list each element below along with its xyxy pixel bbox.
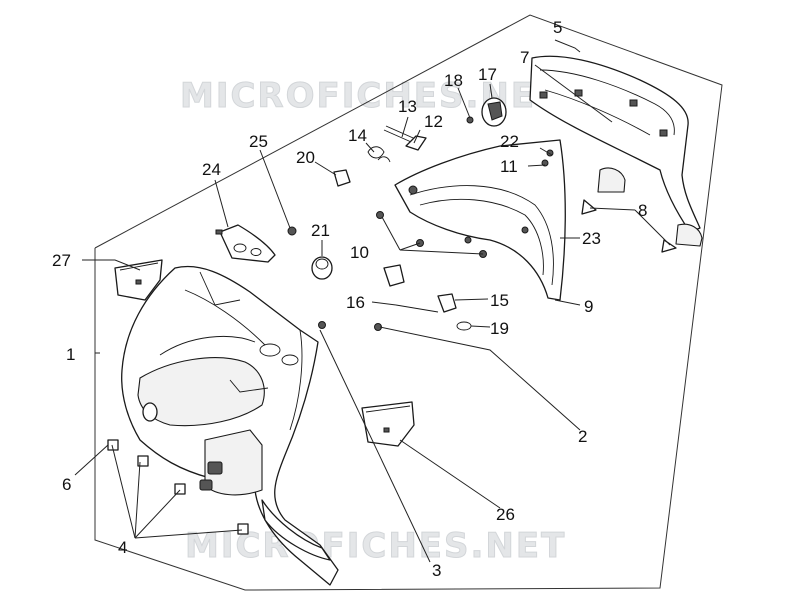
part-5-front-shield <box>529 55 703 247</box>
part-14-spring <box>367 146 391 163</box>
callout-3: 3 <box>432 561 441 580</box>
part-1-leg-shield-body <box>121 265 339 586</box>
part-19-spring-clip <box>456 321 472 331</box>
callout-25: 25 <box>249 132 268 151</box>
part-9-rear-panel <box>394 139 566 301</box>
callout-11: 11 <box>500 157 518 176</box>
callout-23: 23 <box>582 229 601 248</box>
callout-labels: 1 2 3 4 5 6 7 8 9 10 11 12 13 14 15 16 1… <box>52 18 647 580</box>
part-8-clips <box>581 199 677 253</box>
leader-lines <box>74 39 671 563</box>
callout-16: 16 <box>346 293 365 312</box>
part-24-switch-panel <box>215 224 276 263</box>
part-17-lock-cover <box>481 97 507 127</box>
part-26-storage-pocket <box>361 401 415 447</box>
assembly-outline <box>94 14 723 591</box>
callout-21: 21 <box>311 221 330 240</box>
callout-5: 5 <box>553 18 562 37</box>
callout-12: 12 <box>424 112 443 131</box>
callout-27: 27 <box>52 251 71 270</box>
callout-14: 14 <box>348 126 367 145</box>
callout-6: 6 <box>62 475 71 494</box>
callout-2: 2 <box>578 427 587 446</box>
part-21-grommet <box>311 256 333 280</box>
watermark-top: MICROFICHES.NET <box>180 76 561 116</box>
callout-18: 18 <box>444 71 463 90</box>
callout-8: 8 <box>638 201 647 220</box>
callout-4: 4 <box>118 538 127 557</box>
callout-15: 15 <box>490 291 509 310</box>
part-27-storage-pocket <box>114 259 163 301</box>
callout-9: 9 <box>584 297 593 316</box>
callout-19: 19 <box>490 319 509 338</box>
callout-26: 26 <box>496 505 515 524</box>
callout-20: 20 <box>296 148 315 167</box>
part-12-bracket <box>405 135 427 151</box>
part-15-latch <box>383 264 457 313</box>
callout-24: 24 <box>202 160 221 179</box>
callout-13: 13 <box>398 97 417 116</box>
callout-10: 10 <box>350 243 369 262</box>
callout-1: 1 <box>66 345 75 364</box>
part-16-rod <box>395 304 439 313</box>
part-20-clip <box>333 169 351 187</box>
callout-7: 7 <box>520 48 529 67</box>
callout-17: 17 <box>478 65 497 84</box>
callout-22: 22 <box>500 132 519 151</box>
